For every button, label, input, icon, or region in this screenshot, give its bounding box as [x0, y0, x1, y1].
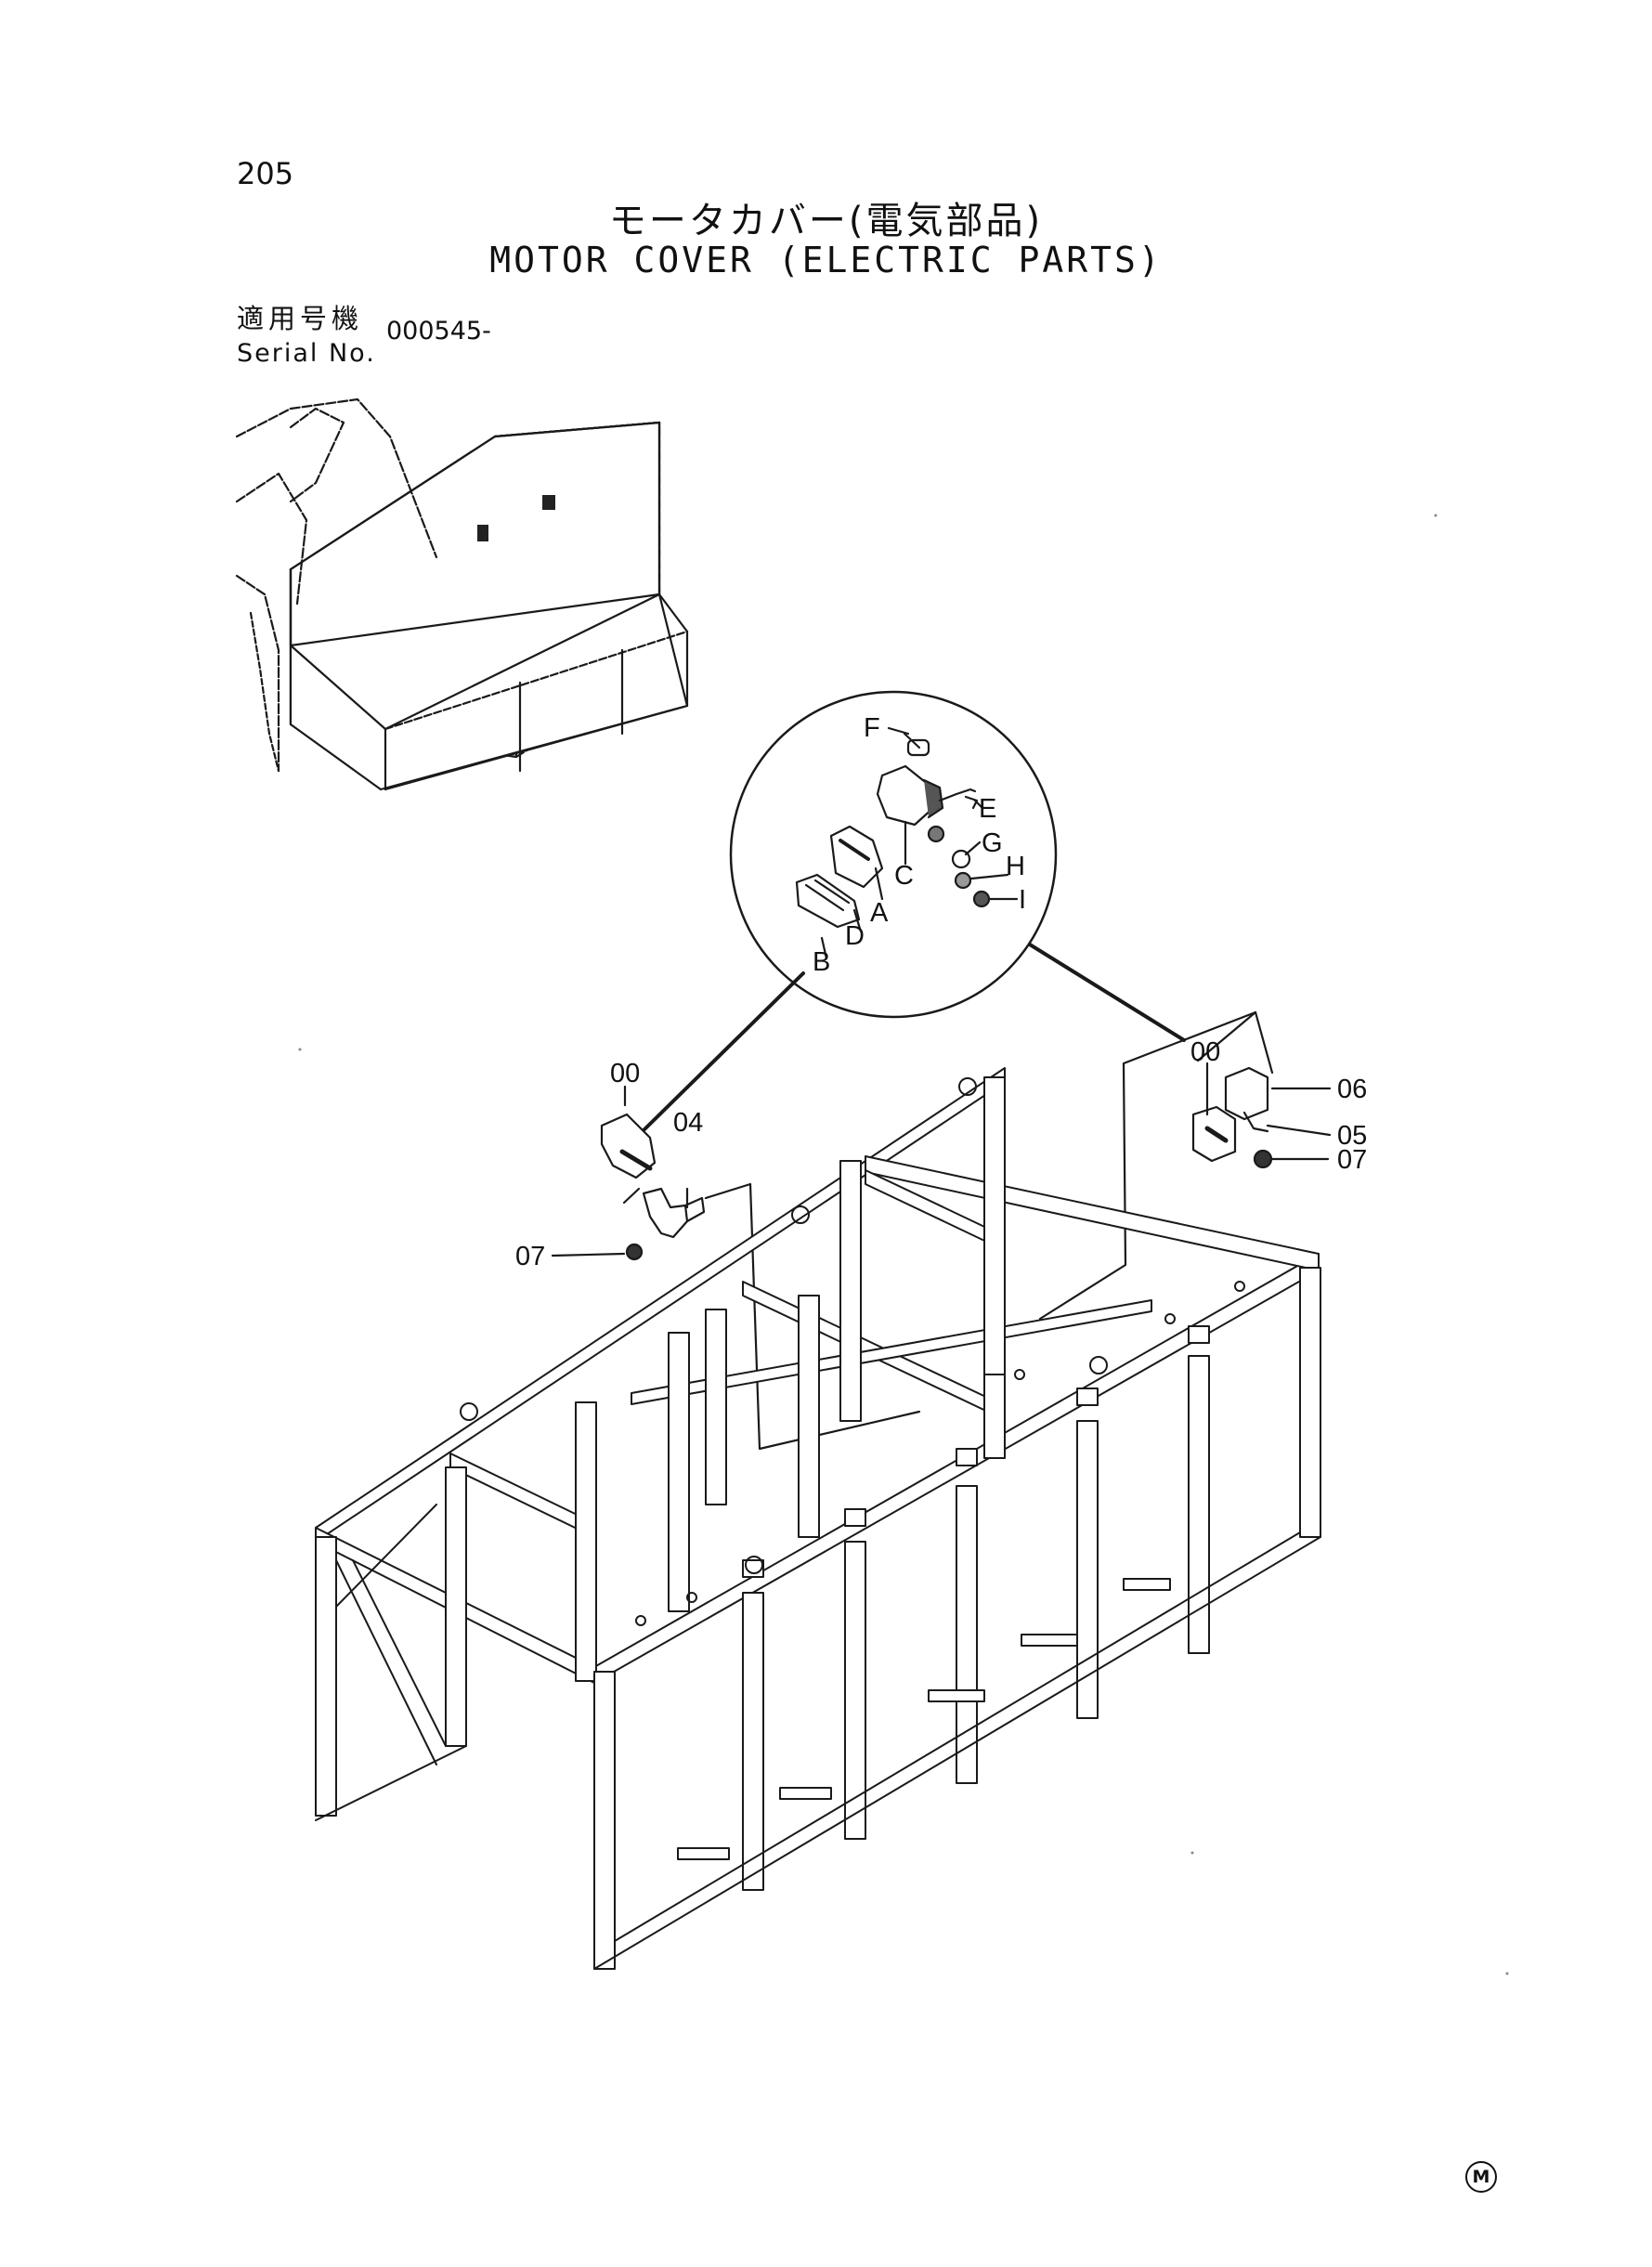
page-number: 205	[237, 156, 294, 191]
serial-value: 000545-	[386, 317, 491, 345]
callout-D: D	[845, 921, 865, 951]
copyright-m-mark: M	[1465, 2161, 1497, 2193]
callout-G: G	[982, 828, 1003, 858]
serial-label-japanese: 適用号機	[237, 303, 364, 334]
callout-F: F	[864, 713, 880, 743]
frame-structure	[315, 1067, 1321, 1970]
detail-circle: F E G H C A I D B	[639, 690, 1186, 1135]
callout-B: B	[813, 947, 830, 977]
callout-E: E	[979, 794, 996, 824]
title-english: MOTOR COVER (ELECTRIC PARTS)	[489, 240, 1163, 280]
left-lamp-assembly: 00 04 07	[515, 1059, 921, 1451]
machine-overview	[235, 397, 689, 791]
callout-A: A	[870, 898, 889, 928]
callout-right-07: 07	[1337, 1145, 1367, 1175]
callout-right-00: 00	[1190, 1037, 1220, 1067]
callout-C: C	[894, 861, 914, 891]
callout-right-06: 06	[1337, 1075, 1367, 1104]
serial-label-english: Serial No.	[237, 339, 376, 368]
callout-right-05: 05	[1337, 1121, 1367, 1151]
callout-I: I	[1019, 885, 1026, 915]
callout-H: H	[1006, 852, 1025, 881]
callout-left-07: 07	[515, 1242, 545, 1271]
callout-left-04: 04	[673, 1108, 703, 1138]
title-japanese: モータカバー(電気部品)	[608, 200, 1044, 242]
right-lamp-assembly: 00 06 05 07	[1038, 1010, 1367, 1321]
callout-left-00: 00	[610, 1059, 640, 1088]
